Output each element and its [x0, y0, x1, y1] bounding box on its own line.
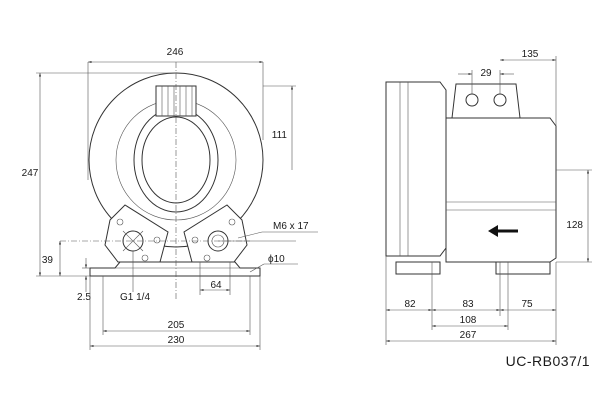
right-port-flange [183, 204, 248, 263]
dim-middle-section: 83 [462, 299, 474, 310]
dim-port-spacing: 29 [480, 68, 492, 79]
dim-port-offset: 135 [522, 49, 539, 60]
dim-overall-length: 267 [460, 330, 477, 341]
flow-arrow-icon [488, 225, 518, 237]
label-inlet-thread: G1 1/4 [120, 292, 150, 303]
left-port-flange [104, 204, 169, 263]
dim-motor-end: 75 [521, 299, 533, 310]
dim-base-length: 230 [168, 335, 185, 346]
base-foot [89, 261, 261, 277]
side-port-block [451, 83, 521, 119]
dim-overall-height: 247 [22, 168, 39, 179]
dim-overall-width: 246 [167, 47, 184, 58]
dim-base-thickness: 2.5 [77, 292, 91, 303]
model-number: UC-RB037/1 [506, 353, 590, 369]
dim-foot-height: 39 [42, 255, 54, 266]
side-housing [385, 81, 447, 257]
dim-upper-height: 111 [272, 130, 288, 141]
side-motor-body [445, 117, 557, 263]
side-base [395, 261, 441, 275]
dim-flange-height: 128 [566, 220, 583, 231]
dim-body-section: 82 [404, 299, 416, 310]
side-view: 29 135 128 82 83 75 108 267 [385, 49, 592, 345]
front-view: 246 247 111 39 2.5 G1 1/4 64 205 [22, 47, 318, 350]
dim-foot-pitch: 108 [460, 315, 477, 326]
dim-mounting-inner: 64 [210, 280, 222, 291]
dim-hole-pitch: 205 [168, 320, 185, 331]
label-mounting-bolt: M6 x 17 [273, 221, 309, 232]
label-hole-dia: ϕ10 [268, 254, 285, 265]
